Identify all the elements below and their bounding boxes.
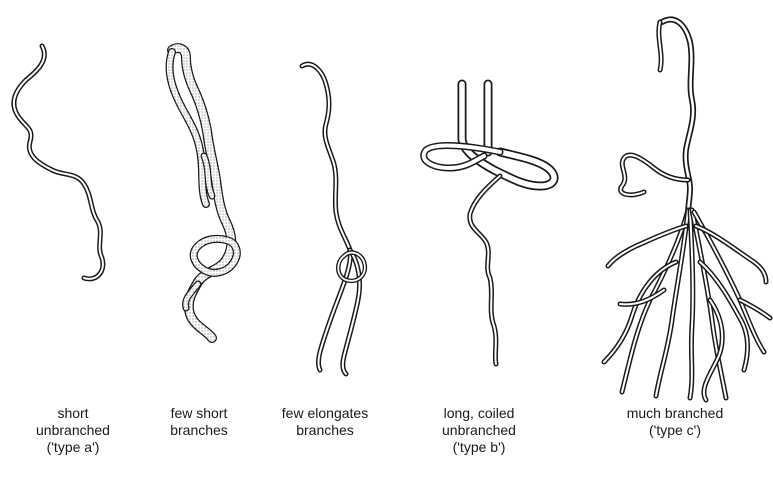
specimen-short-unbranched: [14, 46, 103, 279]
caption-long-coiled-unbranched: long, coiled unbranched ('type b'): [404, 405, 554, 456]
caption-line: ('type a'): [0, 439, 148, 456]
caption-much-branched: much branched ('type c'): [600, 405, 750, 439]
caption-line: long, coiled: [404, 405, 554, 422]
caption-line: few elongates: [250, 405, 400, 422]
specimen-much-branched: [604, 19, 770, 400]
specimen-long-coiled-unbranched: [424, 84, 554, 364]
caption-line: ('type b'): [404, 439, 554, 456]
caption-line: branches: [250, 422, 400, 439]
specimen-few-elongates-branches: [302, 64, 365, 374]
caption-line: ('type c'): [600, 422, 750, 439]
branch-bundle: [604, 210, 770, 400]
caption-line: much branched: [600, 405, 750, 422]
specimen-few-short-branches: [170, 48, 237, 338]
caption-line: unbranched: [404, 422, 554, 439]
caption-few-elongates-branches: few elongates branches: [250, 405, 400, 439]
